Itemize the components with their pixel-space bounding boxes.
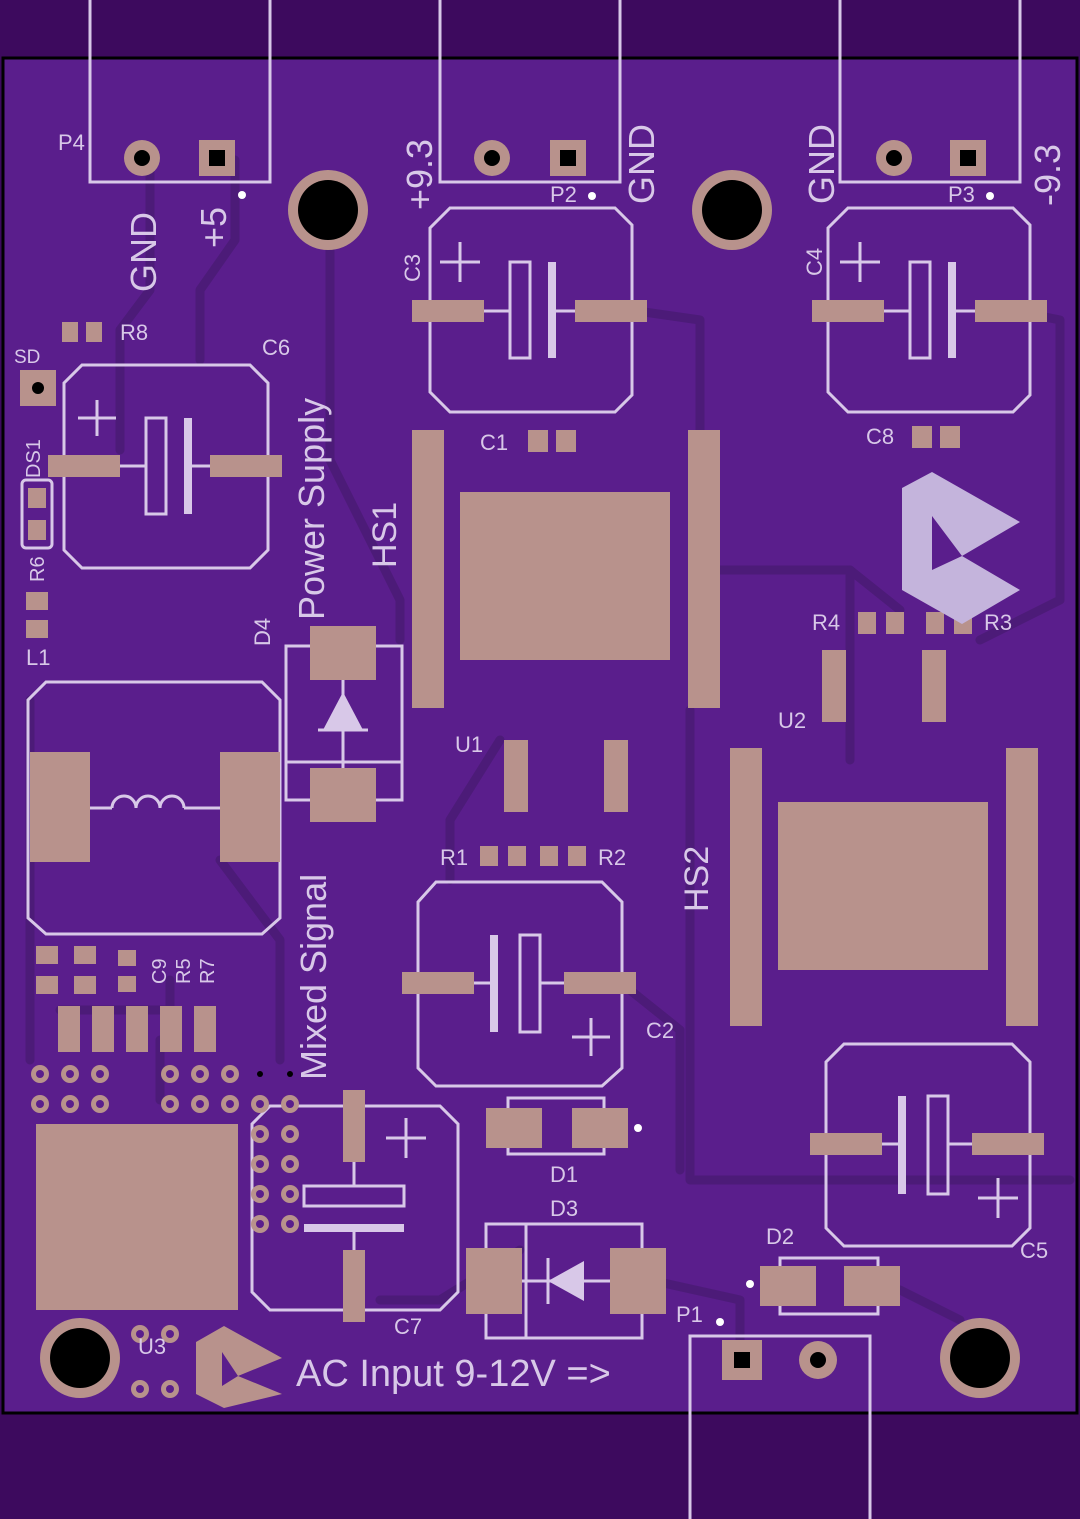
connector-p4: P4 GND +5: [58, 0, 272, 292]
capacitor-c3: C3: [400, 206, 647, 414]
u1-ref: U1: [455, 732, 483, 757]
pad-row: [58, 1006, 216, 1052]
p3-ref: P3: [948, 182, 975, 207]
p4-ref: P4: [58, 130, 85, 155]
p2-pin1-label: +9.3: [399, 139, 440, 210]
ds1-ref: DS1: [23, 439, 45, 478]
p4-pin2-label: +5: [193, 207, 234, 248]
mounting-holes: [40, 170, 1020, 1398]
resistor-r2: R2: [540, 845, 626, 870]
u2-ref: U2: [778, 708, 806, 733]
p2-pin2-label: GND: [621, 124, 662, 204]
c3-ref: C3: [400, 254, 425, 282]
r6-ref: R6: [27, 556, 49, 582]
d4-ref: D4: [250, 618, 275, 646]
c1-ref: C1: [480, 430, 508, 455]
c9-ref: C9: [149, 958, 171, 984]
d1-ref: D1: [550, 1162, 578, 1187]
r2-ref: R2: [598, 845, 626, 870]
u3-ref: U3: [138, 1334, 166, 1359]
regulator-u2: U2: [778, 650, 946, 733]
smd-group-c9-r5-r7: C9 R5 R7: [36, 946, 219, 994]
capacitor-c4: C4: [802, 206, 1047, 414]
c5-ref: C5: [1020, 1238, 1048, 1263]
resistor-r6: R6: [26, 556, 49, 638]
connector-p2: P2 +9.3 GND: [399, 0, 662, 210]
mixed-signal-label: Mixed Signal: [293, 874, 334, 1080]
resistor-r4: R4: [812, 610, 904, 635]
c8-ref: C8: [866, 424, 894, 449]
heatsink-hs1: HS1: [366, 430, 720, 708]
r4-ref: R4: [812, 610, 840, 635]
c4-ref: C4: [802, 248, 827, 276]
hs1-ref: HS1: [366, 502, 404, 568]
l1-ref: L1: [26, 645, 50, 670]
c6-ref: C6: [262, 335, 290, 360]
ac-input-label: AC Input 9-12V =>: [296, 1353, 611, 1395]
diode-d1: D1: [486, 1096, 642, 1187]
r5-ref: R5: [173, 958, 195, 984]
r8-ref: R8: [120, 320, 148, 345]
logo-mark-silk: [902, 472, 1020, 624]
logo-mark-copper: [196, 1326, 282, 1408]
p3-pin1-label: GND: [801, 124, 842, 204]
capacitor-c1: C1: [480, 430, 576, 455]
p2-ref: P2: [550, 182, 577, 207]
r3-ref: R3: [984, 610, 1012, 635]
r7-ref: R7: [197, 958, 219, 984]
resistor-r8: R8: [62, 320, 148, 345]
p1-ref: P1: [676, 1302, 703, 1327]
diode-d4: D4: [250, 618, 404, 822]
copper-traces: [25, 155, 1075, 1345]
capacitor-c2: C2: [402, 880, 674, 1088]
c7-ref: C7: [394, 1314, 422, 1339]
via-array: [31, 1065, 299, 1233]
p3-pin2-label: -9.3: [1027, 144, 1068, 206]
capacitor-c8: C8: [866, 424, 960, 449]
component-u3: U3: [131, 1325, 179, 1398]
connector-p1: P1: [676, 1302, 872, 1519]
sd-ref: SD: [14, 347, 40, 368]
capacitor-c7: C7: [250, 1090, 460, 1339]
capacitor-c6: C6: [48, 335, 290, 570]
diode-d3: D3: [466, 1196, 666, 1340]
regulator-u1: U1: [455, 732, 628, 812]
diode-d2: D2: [746, 1224, 900, 1316]
inductor-l1: L1: [26, 645, 282, 936]
heatsink-hs2: HS2: [678, 748, 1038, 1026]
d3-ref: D3: [550, 1196, 578, 1221]
capacitor-c5: C5: [810, 1042, 1048, 1263]
testpoint-sd: SD: [14, 347, 56, 406]
p4-pin1-label: GND: [123, 212, 164, 292]
d2-ref: D2: [766, 1224, 794, 1249]
c2-ref: C2: [646, 1018, 674, 1043]
connector-p3: P3 GND -9.3: [801, 0, 1068, 207]
hs2-ref: HS2: [678, 846, 716, 912]
r1-ref: R1: [440, 845, 468, 870]
resistor-r1: R1: [440, 845, 526, 870]
power-supply-label: Power Supply: [291, 398, 332, 620]
led-ds1: DS1: [20, 439, 54, 550]
ground-plane-pad: [36, 1124, 238, 1310]
